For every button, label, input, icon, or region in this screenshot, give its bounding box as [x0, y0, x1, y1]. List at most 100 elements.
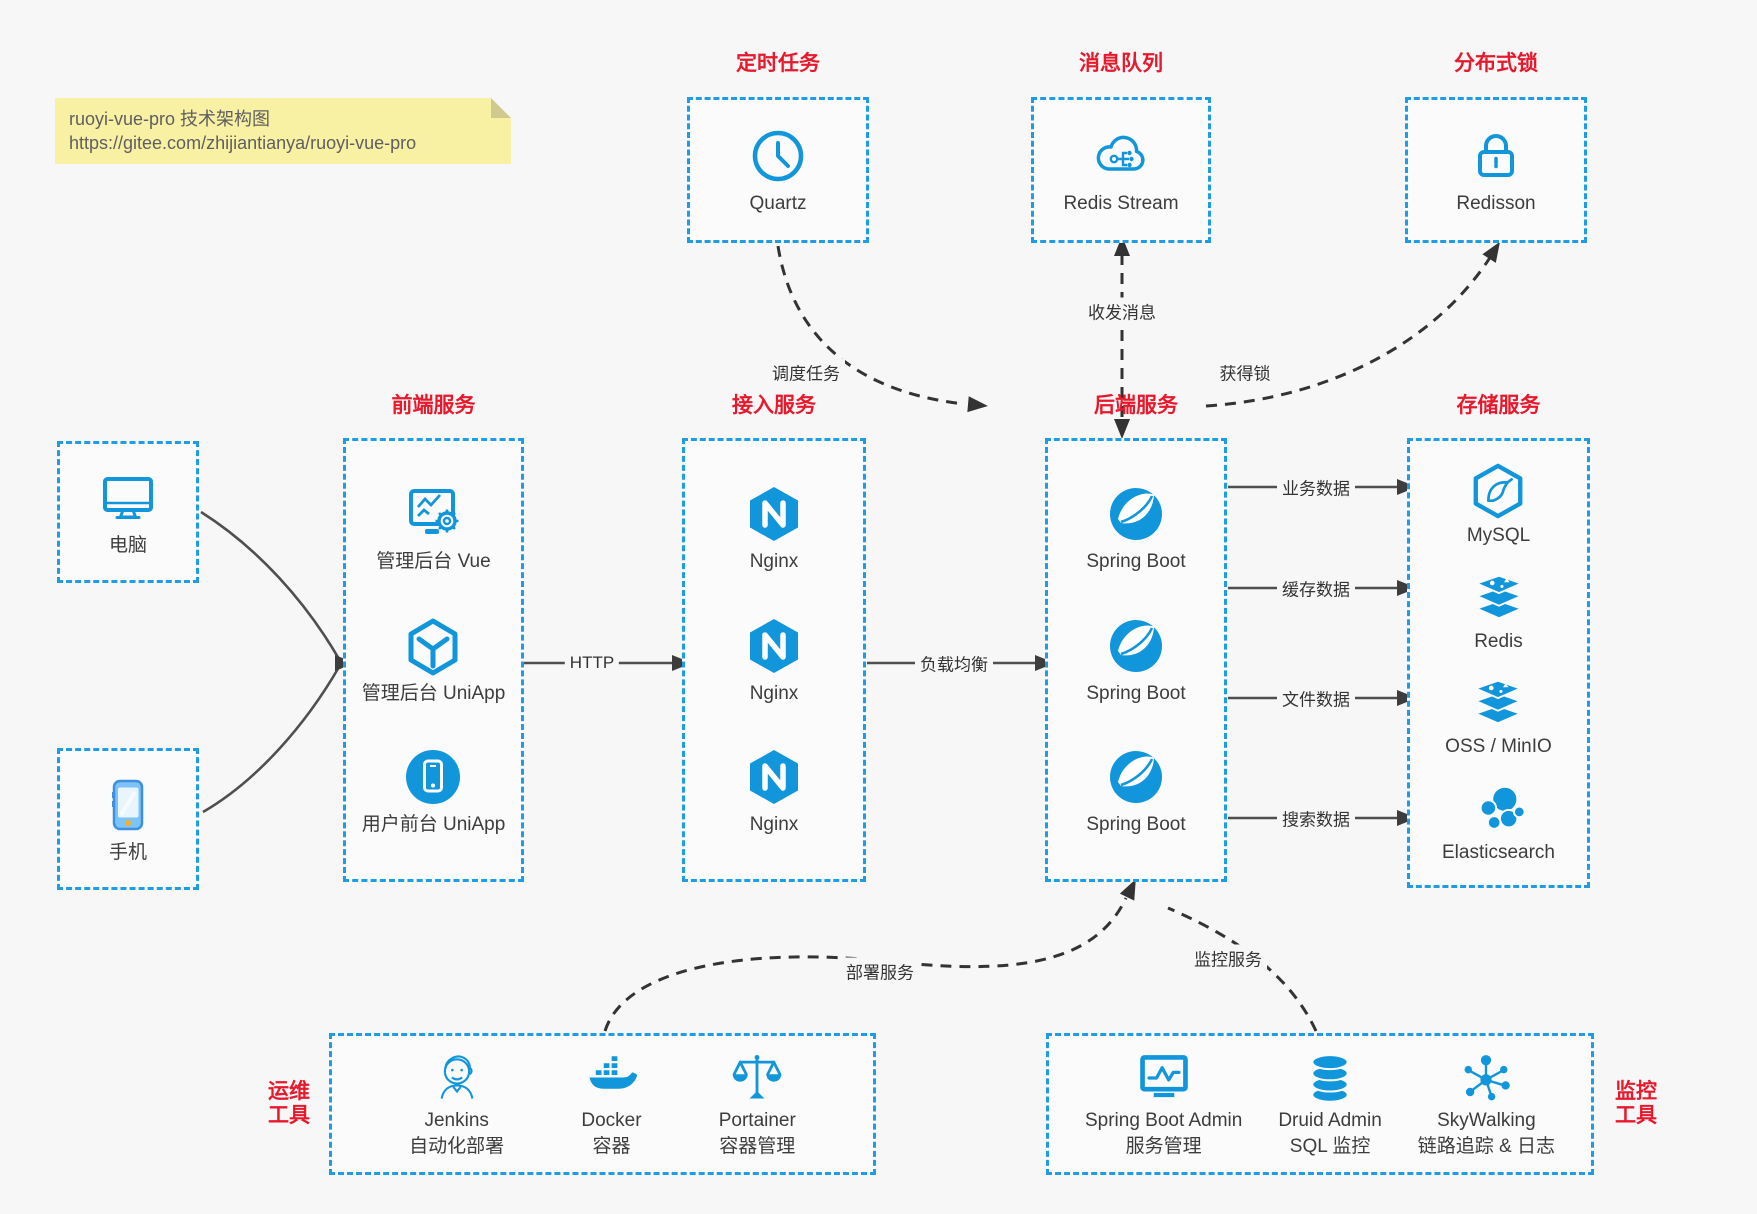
elasticsearch-icon	[1479, 785, 1526, 830]
edge-desktop-to-frontend	[200, 510, 341, 660]
redis-icon	[1473, 574, 1524, 619]
monitor-tools-title-line1: 监控	[1615, 1080, 1657, 1103]
monitor-tools-box: Spring Boot Admin 服务管理 Druid Admin SQL 监…	[1046, 1033, 1594, 1175]
jenkins-item: Jenkins 自动化部署	[409, 1050, 504, 1158]
smartphone-icon	[112, 779, 144, 830]
nginx-icon	[750, 750, 798, 805]
quartz-item: Quartz	[748, 126, 808, 215]
druid-icon	[1311, 1054, 1349, 1103]
item-label: Nginx	[749, 814, 799, 836]
skywalking-icon	[1464, 1055, 1511, 1101]
item-label: Docker	[581, 1110, 642, 1131]
distributed-lock-box: Redisson	[1405, 97, 1587, 243]
item-label: Spring Boot	[1086, 550, 1186, 572]
item-label: 手机	[108, 841, 147, 863]
spring-boot-item: Spring Boot	[1086, 484, 1186, 573]
note-title: ruoyi-vue-pro 技术架构图	[69, 109, 271, 129]
edge-label-schedule-task: 调度任务	[767, 358, 845, 386]
admin-vue-item: 管理后台 Vue	[376, 484, 491, 573]
frontend-services-box: 管理后台 Vue 管理后台 UniApp 用户前台 UniApp	[343, 438, 524, 882]
desktop-icon	[103, 476, 153, 519]
edge-label-business-data: 业务数据	[1277, 473, 1355, 501]
edge-label-search-data: 搜索数据	[1277, 804, 1355, 832]
edge-label-http: HTTP	[564, 652, 620, 674]
note-fold-corner	[491, 98, 511, 118]
admin-vue-icon	[409, 488, 459, 534]
item-label: Spring Boot	[1086, 682, 1186, 704]
item-label: Portainer	[718, 1110, 796, 1131]
ops-tools-box: Jenkins 自动化部署 Docker 容器	[329, 1033, 876, 1175]
edge-label-cache-data: 缓存数据	[1277, 574, 1355, 602]
mysql-icon	[1474, 463, 1523, 519]
oss-icon	[1473, 680, 1524, 725]
item-label: Redis	[1474, 630, 1523, 652]
monitor-tools-title-line2: 工具	[1615, 1104, 1657, 1127]
group-title-distributed-lock: 分布式锁	[1454, 52, 1538, 75]
group-title-backend: 后端服务	[1094, 394, 1178, 417]
item-label: Nginx	[749, 550, 799, 572]
item-label: Spring Boot Admin	[1084, 1110, 1243, 1131]
edge-label-file-data: 文件数据	[1277, 684, 1355, 712]
edge-label-monitor-service: 监控服务	[1189, 944, 1267, 972]
edge-label-deploy-service: 部署服务	[841, 957, 919, 985]
user-app-item: 用户前台 UniApp	[361, 747, 506, 836]
item-label: 管理后台 UniApp	[361, 682, 506, 704]
spring-boot-item: Spring Boot	[1086, 747, 1186, 836]
gateway-services-box: Nginx Nginx Nginx	[682, 438, 866, 882]
backend-services-box: Spring Boot Spring Boot Spring Boot	[1045, 438, 1227, 882]
portainer-item: Portainer 容器管理	[719, 1050, 796, 1158]
message-queue-box: Redis Stream	[1031, 97, 1211, 243]
spring-icon	[1109, 487, 1162, 540]
redis-stream-item: Redis Stream	[1063, 126, 1179, 215]
item-desc: 容器	[592, 1136, 631, 1157]
portainer-icon	[732, 1055, 782, 1099]
edge-label-acquire-lock: 获得锁	[1214, 358, 1276, 386]
ops-tools-title: 运维 工具	[249, 1080, 329, 1128]
item-label: MySQL	[1466, 524, 1531, 546]
nginx-item: Nginx	[744, 484, 804, 573]
item-label: 管理后台 Vue	[376, 550, 491, 572]
item-desc: SQL 监控	[1289, 1136, 1371, 1157]
group-title-frontend: 前端服务	[391, 394, 476, 417]
item-label: 用户前台 UniApp	[361, 814, 506, 836]
druid-admin-item: Druid Admin SQL 监控	[1278, 1050, 1382, 1158]
group-title-message-queue: 消息队列	[1079, 52, 1163, 75]
item-desc: 容器管理	[719, 1136, 796, 1157]
skywalking-item: SkyWalking 链路追踪 & 日志	[1418, 1050, 1555, 1158]
item-label: OSS / MinIO	[1445, 736, 1552, 758]
phone-client-box: 手机	[57, 748, 199, 890]
group-title-scheduled-jobs: 定时任务	[736, 52, 820, 75]
item-label: SkyWalking	[1437, 1110, 1536, 1131]
item-desc: 自动化部署	[409, 1136, 505, 1157]
edge-label-load-balance: 负载均衡	[915, 649, 993, 677]
nginx-item: Nginx	[744, 747, 804, 836]
item-label: Redis Stream	[1063, 192, 1179, 214]
uniapp-cube-icon	[408, 618, 458, 675]
nginx-item: Nginx	[744, 616, 804, 705]
redisson-item: Redisson	[1456, 126, 1536, 215]
item-label: Druid Admin	[1278, 1110, 1382, 1131]
user-app-icon	[406, 750, 461, 805]
mysql-item: MySQL	[1467, 462, 1530, 547]
item-label: Jenkins	[424, 1110, 489, 1131]
redis-item: Redis	[1470, 568, 1528, 653]
storage-services-box: MySQL Redis OSS / MinIO	[1407, 438, 1590, 888]
note-url: https://gitee.com/zhijiantianya/ruoyi-vu…	[69, 133, 417, 153]
item-label: Nginx	[749, 682, 799, 704]
docker-icon	[589, 1054, 638, 1089]
elasticsearch-item: Elasticsearch	[1442, 779, 1555, 864]
oss-minio-item: OSS / MinIO	[1445, 673, 1552, 758]
item-label: Elasticsearch	[1442, 842, 1555, 864]
item-label: Quartz	[749, 192, 807, 214]
item-desc: 链路追踪 & 日志	[1417, 1136, 1556, 1157]
ops-tools-title-line2: 工具	[268, 1104, 310, 1127]
docker-item: Docker 容器	[581, 1050, 642, 1158]
group-title-gateway: 接入服务	[732, 394, 816, 417]
scheduled-jobs-box: Quartz	[687, 97, 869, 243]
item-label: 电脑	[108, 534, 147, 556]
monitor-tools-title: 监控 工具	[1598, 1080, 1674, 1128]
phone-client-item: 手机	[98, 775, 158, 864]
edge-label-send-receive-message: 收发消息	[1083, 297, 1161, 325]
spring-icon	[1109, 751, 1162, 804]
